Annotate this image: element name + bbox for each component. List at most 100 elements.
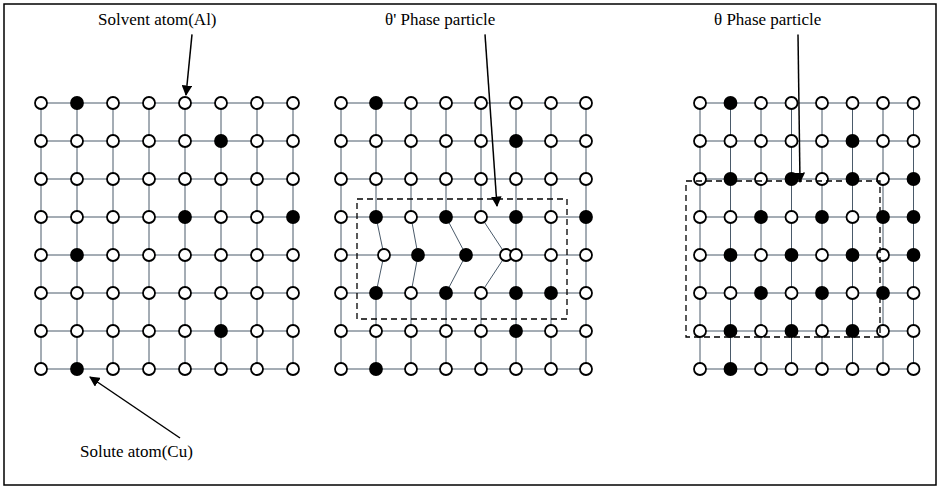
solvent-atom [786,211,798,223]
solvent-atom [370,173,382,185]
solvent-atom [251,135,263,147]
solvent-atom [694,173,706,185]
solute-atom [786,325,798,337]
solute-atom [440,287,452,299]
solute-atom [877,211,889,223]
solvent-atom [215,249,227,261]
solute-atom [287,211,299,223]
solvent-atom [35,363,47,375]
solvent-atom [215,363,227,375]
solute-atom [510,211,522,223]
solvent-atom [35,173,47,185]
solvent-atom [847,363,859,375]
solvent-atom [908,325,920,337]
solvent-atom [143,325,155,337]
solvent-atom [694,135,706,147]
solvent-atom [475,211,487,223]
solvent-atom [580,287,592,299]
solvent-atom [251,173,263,185]
solvent-atom [580,325,592,337]
solute-atom [908,249,920,261]
lattice-panel [335,97,592,375]
solvent-atom [335,325,347,337]
solvent-atom [287,173,299,185]
solvent-atom [287,249,299,261]
solvent-atom [908,97,920,109]
solvent-atom [475,97,487,109]
solvent-atom [510,173,522,185]
solvent-atom [755,97,767,109]
solvent-atom [786,135,798,147]
solvent-atom [378,249,390,261]
solute-atom [215,325,227,337]
solvent-atom [71,173,83,185]
solvent-atom [251,363,263,375]
solvent-atom [287,135,299,147]
solvent-atom [35,249,47,261]
solvent-atom [475,363,487,375]
solute-atom [510,325,522,337]
solvent-atom [335,249,347,261]
solute-atom [816,211,828,223]
solvent-atom [35,325,47,337]
particle-box [686,181,880,337]
solvent-atom [71,287,83,299]
solvent-atom [475,173,487,185]
solvent-atom [816,363,828,375]
solvent-atom [725,287,737,299]
solvent-atom [877,249,889,261]
solvent-atom [405,287,417,299]
solvent-atom [847,97,859,109]
solvent-atom [694,211,706,223]
solvent-atom [755,249,767,261]
solvent-atom [335,135,347,147]
solute-atom [370,211,382,223]
solvent-atom [545,211,557,223]
solvent-atom [71,325,83,337]
solvent-atom [475,135,487,147]
solvent-atom [908,287,920,299]
solute-atom [725,97,737,109]
solvent-atom [107,173,119,185]
callout-label: Solute atom(Cu) [80,442,193,462]
solvent-atom [143,249,155,261]
solvent-atom [545,249,557,261]
solvent-atom [215,287,227,299]
solvent-atom [877,363,889,375]
solute-atom [412,249,424,261]
solvent-atom [755,363,767,375]
lattice-panel [35,97,299,375]
solvent-atom [510,363,522,375]
solute-atom [370,287,382,299]
solvent-atom [215,211,227,223]
solvent-atom [287,97,299,109]
solvent-atom [847,211,859,223]
solvent-atom [335,173,347,185]
solute-atom [908,173,920,185]
solvent-atom [877,325,889,337]
solvent-atom [786,363,798,375]
solvent-atom [545,135,557,147]
solute-atom [847,249,859,261]
solvent-atom [877,135,889,147]
solvent-atom [440,97,452,109]
solute-atom [725,363,737,375]
solvent-atom [287,363,299,375]
solvent-atom [107,249,119,261]
solvent-atom [179,135,191,147]
solvent-atom [251,325,263,337]
solvent-atom [405,97,417,109]
callout-label: θ' Phase particle [385,10,495,30]
solvent-atom [877,173,889,185]
solvent-atom [440,135,452,147]
solvent-atom [847,287,859,299]
lattice-panel [694,97,920,375]
solvent-atom [107,211,119,223]
solvent-atom [755,135,767,147]
solvent-atom [107,363,119,375]
solvent-atom [107,325,119,337]
solvent-atom [35,211,47,223]
solute-atom [215,135,227,147]
solvent-atom [908,135,920,147]
